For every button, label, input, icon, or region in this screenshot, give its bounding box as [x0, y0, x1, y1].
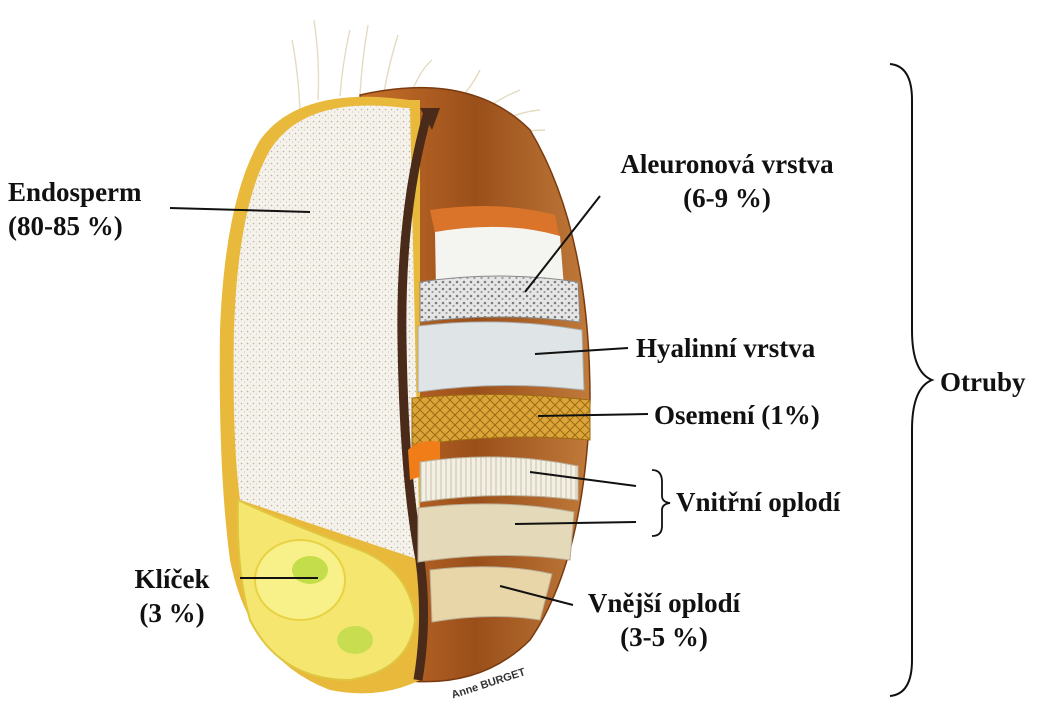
label-outer-pericarp: Vnější oplodí (3-5 %)	[575, 586, 753, 654]
label-aleurone: Aleuronová vrstva (6-9 %)	[598, 147, 856, 215]
outer-pericarp-name: Vnější oplodí	[575, 586, 753, 620]
layer-inner-pericarp-1	[420, 457, 578, 502]
outer-pericarp-pct: (3-5 %)	[575, 620, 753, 654]
germ-name: Klíček	[118, 562, 226, 596]
endosperm-pct: (80-85 %)	[8, 209, 142, 243]
label-bran: Otruby	[940, 365, 1026, 399]
endosperm-name: Endosperm	[8, 175, 142, 209]
aleurone-pct: (6-9 %)	[598, 181, 856, 215]
germ-core	[292, 556, 328, 584]
brace-bran	[890, 64, 932, 696]
brace-inner-pericarp	[652, 470, 670, 536]
layer-aleurone	[420, 276, 580, 322]
germ-pct: (3 %)	[118, 596, 226, 630]
label-endosperm: Endosperm (80-85 %)	[8, 175, 142, 243]
label-germ: Klíček (3 %)	[118, 562, 226, 630]
layer-hyaline	[418, 322, 584, 392]
label-seed-coat: Osemení (1%)	[654, 398, 820, 432]
aleurone-name: Aleuronová vrstva	[598, 147, 856, 181]
endosperm-shape	[234, 106, 420, 560]
label-inner-pericarp: Vnitřní oplodí	[676, 485, 840, 519]
germ-root	[337, 626, 373, 654]
label-hyaline: Hyalinní vrstva	[636, 331, 815, 365]
layer-inner-pericarp-2	[418, 504, 574, 562]
